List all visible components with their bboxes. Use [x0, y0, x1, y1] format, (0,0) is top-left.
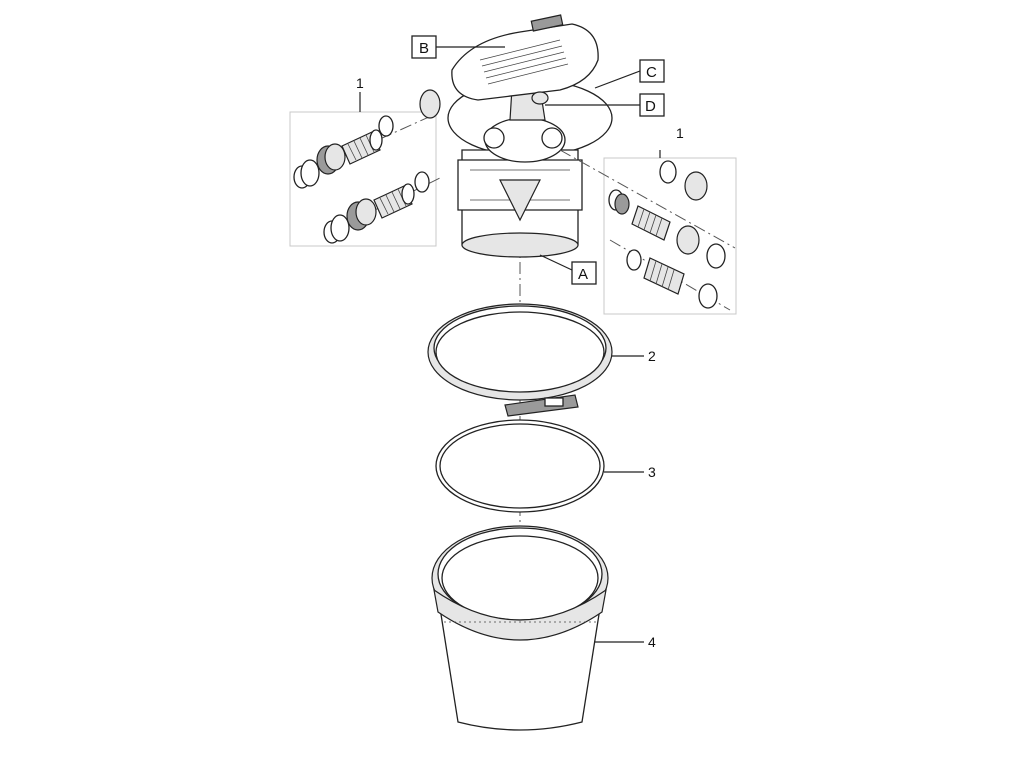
top-cover	[451, 14, 599, 101]
callout-container: 4	[648, 634, 656, 650]
svg-text:D: D	[645, 98, 656, 115]
filter-container	[431, 525, 609, 731]
hose-connector-kit-left	[289, 92, 441, 247]
callout-D: D	[545, 93, 665, 117]
threaded-hose-tail-right-upper	[631, 205, 671, 241]
callout-kit-left: 1	[356, 75, 364, 91]
callout-kit-right: 1	[676, 125, 684, 141]
filter-head-assembly	[419, 14, 613, 258]
svg-text:A: A	[578, 266, 588, 283]
callout-A: A	[539, 254, 597, 285]
svg-text:B: B	[419, 40, 429, 57]
callout-clamp-ring: 2	[648, 348, 656, 364]
threaded-hose-tail-right-lower	[643, 257, 685, 295]
seal-ring	[435, 419, 605, 513]
callout-seal-ring: 3	[648, 464, 656, 480]
threaded-hose-tail-lower	[373, 183, 415, 219]
clamp-ring	[427, 303, 613, 417]
callout-B: B	[411, 35, 505, 59]
threaded-hose-tail-upper	[341, 129, 383, 165]
svg-text:C: C	[646, 64, 657, 81]
callout-C: C	[594, 59, 665, 89]
hose-connector-kit-right	[559, 149, 737, 315]
